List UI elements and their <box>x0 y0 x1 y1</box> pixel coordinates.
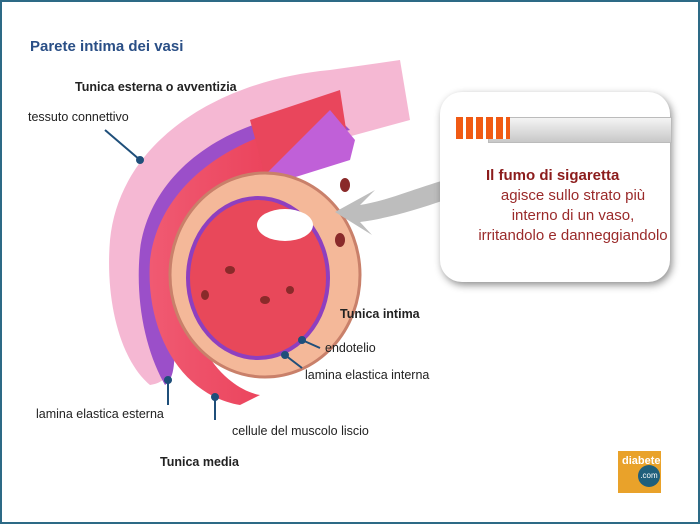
lumen-highlight <box>257 209 313 241</box>
label-endotelio: endotelio <box>325 341 376 355</box>
label-tunica-intima: Tunica intima <box>340 307 420 321</box>
label-cellule-muscolo: cellule del muscolo liscio <box>232 424 369 438</box>
smoke-arrow <box>335 180 445 235</box>
diabete-logo: diabete .com <box>618 451 661 493</box>
connective-tissue-layer <box>109 60 411 385</box>
logo-word: diabete <box>622 455 661 467</box>
label-tunica-esterna: Tunica esterna o avventizia <box>75 80 237 94</box>
cigarette-icon <box>488 117 672 143</box>
elastic-lamina-outer <box>138 110 350 385</box>
label-tessuto-connettivo: tessuto connettivo <box>28 110 129 124</box>
label-tunica-media: Tunica media <box>160 455 239 469</box>
logo-suffix: .com <box>638 465 660 487</box>
label-lamina-interna: lamina elastica interna <box>305 368 430 382</box>
callout-body: agisce sullo strato più interno di un va… <box>478 187 668 244</box>
intima-strip <box>265 110 355 185</box>
callout-heading: Il fumo di sigaretta <box>486 167 620 184</box>
label-lamina-esterna: lamina elastica esterna <box>36 407 164 421</box>
pointer-lines <box>104 129 321 420</box>
cell-nuclei <box>201 178 350 304</box>
page-title: Parete intima dei vasi <box>30 38 184 55</box>
cigarette-ember-icon <box>456 117 510 139</box>
